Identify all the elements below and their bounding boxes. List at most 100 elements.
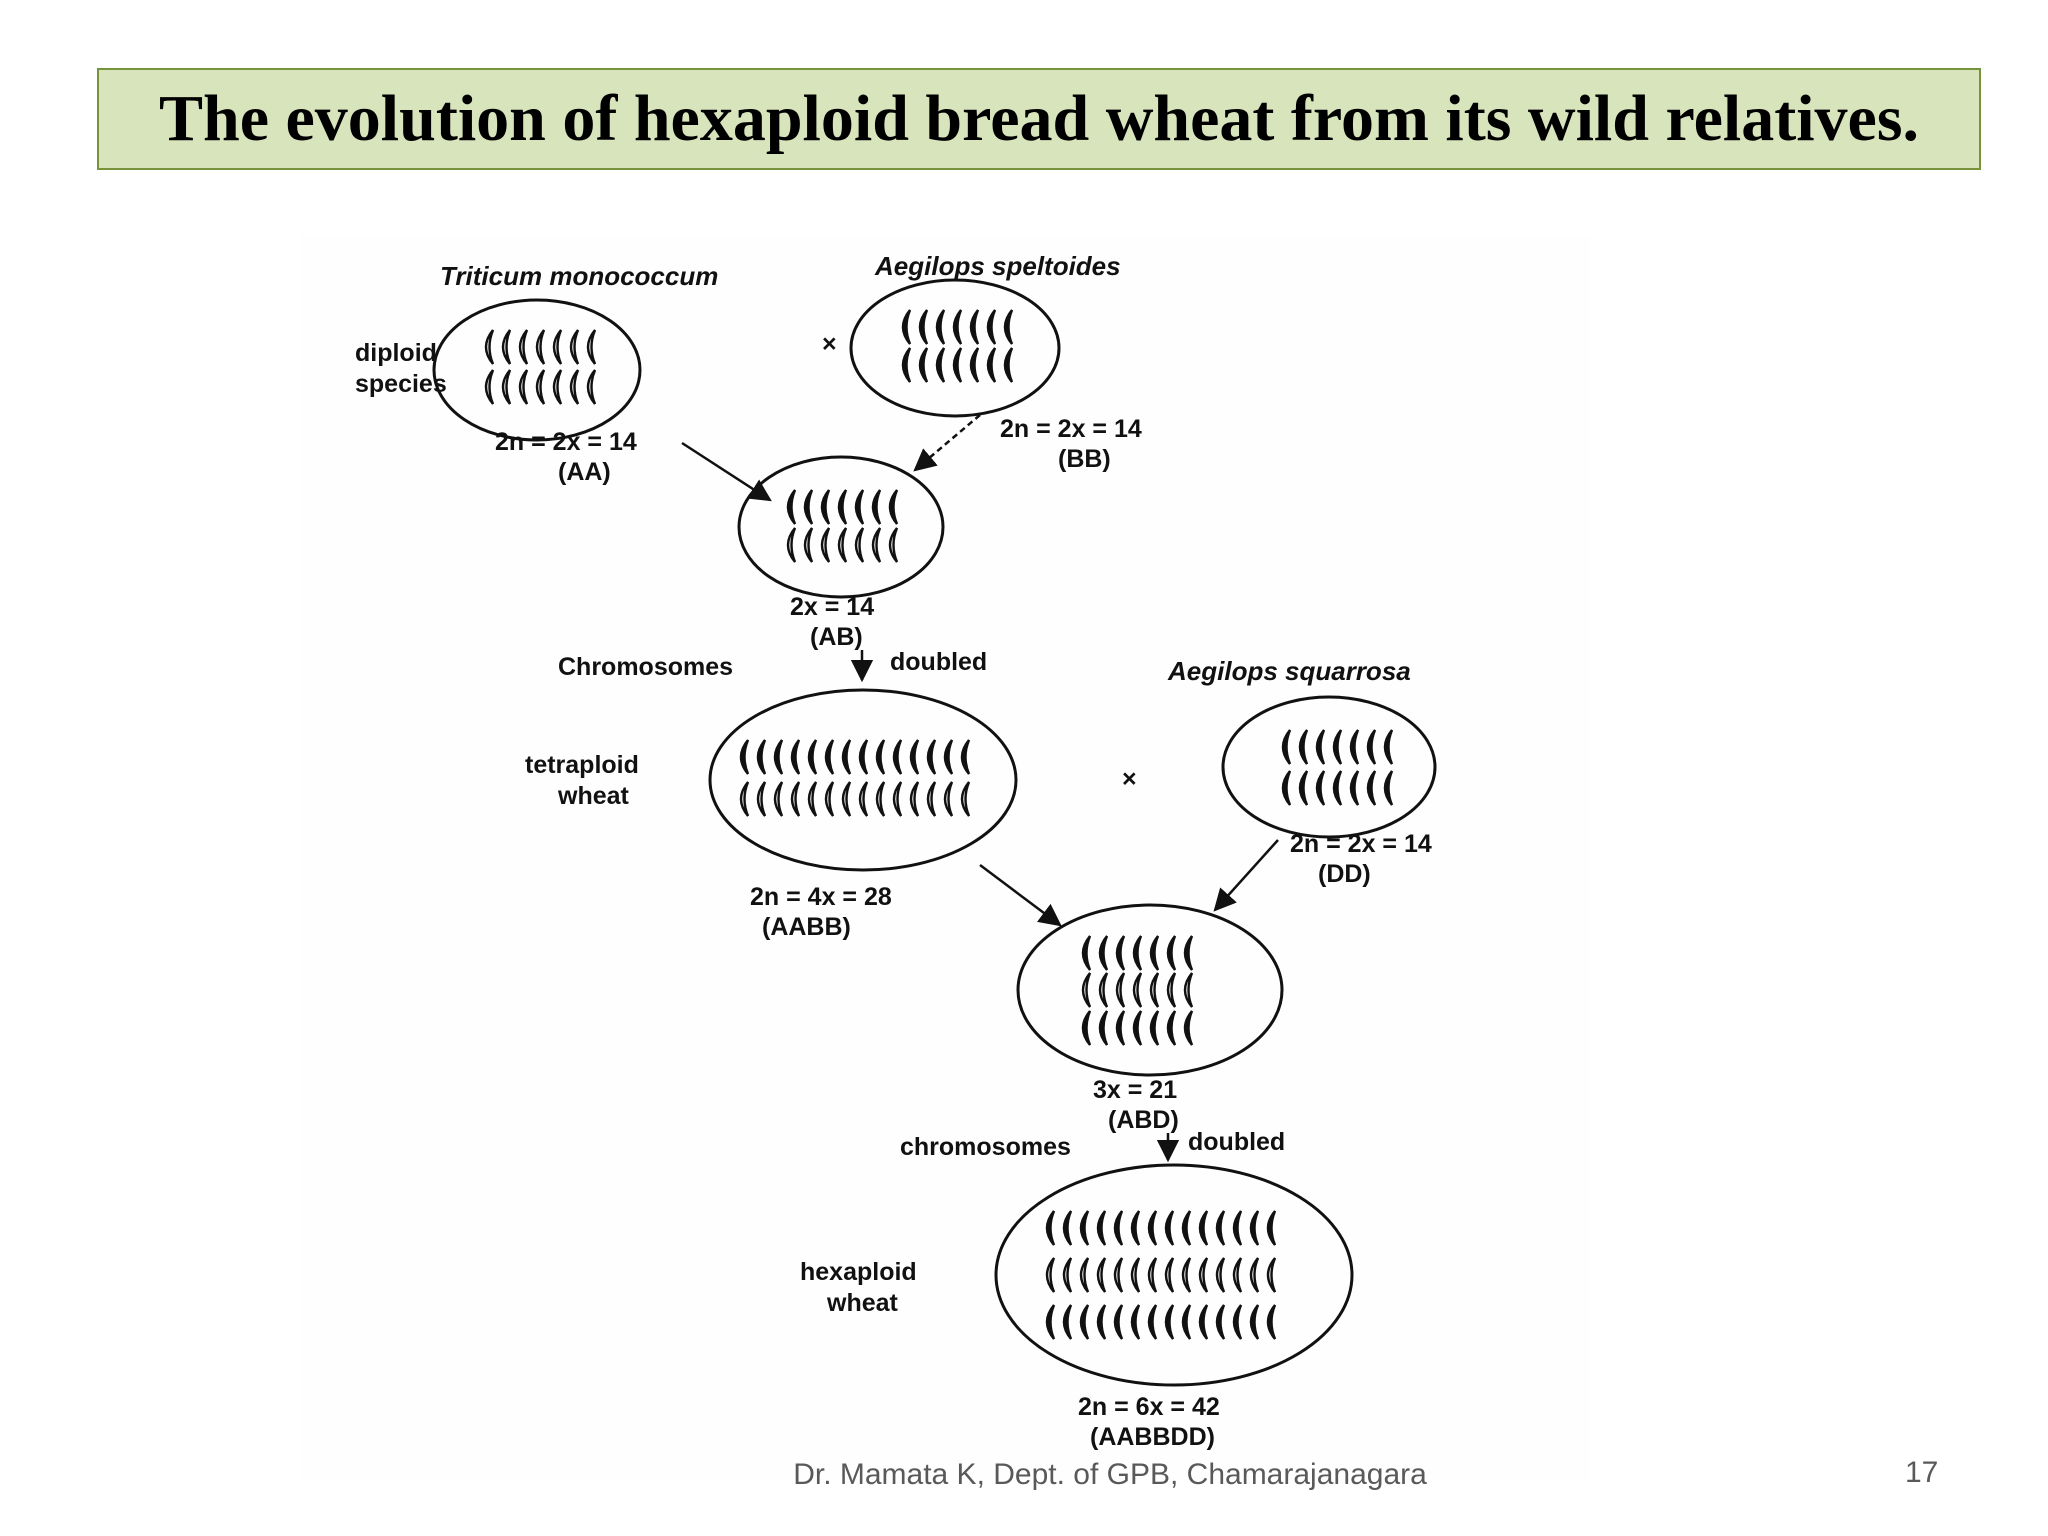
count-aabbdd: 2n = 6x = 42	[1078, 1393, 1220, 1421]
doubled-2-right: doubled	[1188, 1128, 1285, 1156]
arrow-bb-to-ab	[913, 414, 981, 472]
cell-aa	[432, 298, 642, 442]
label-aegilops-speltoides: Aegilops speltoides	[874, 251, 1121, 281]
chromosome-row	[1045, 1210, 1277, 1246]
chromosome-dark	[1249, 1304, 1260, 1340]
label-triticum-monococcum: Triticum monococcum	[440, 261, 718, 291]
chromosome-light	[871, 527, 882, 563]
chromosome-light	[1081, 972, 1092, 1008]
chromosome-light	[909, 781, 920, 817]
chromosome-dark	[901, 309, 912, 345]
chromosome-row	[1081, 935, 1194, 971]
chromosome-dark	[1266, 1210, 1277, 1246]
chromosome-light	[552, 369, 563, 405]
cell-aabb	[708, 688, 1018, 872]
chromosome-light	[586, 369, 597, 405]
chromosome-light	[837, 527, 848, 563]
chromosome-light	[1045, 1257, 1056, 1293]
chromosome-light	[518, 369, 529, 405]
chromosome-dark	[1147, 1210, 1158, 1246]
chromosome-dark	[1149, 935, 1160, 971]
chromosome-dark	[986, 309, 997, 345]
chromosome-dark	[1215, 1304, 1226, 1340]
count-abd: 3x = 21	[1093, 1076, 1177, 1104]
chromosome-dark	[739, 739, 750, 775]
chromosome-light	[552, 329, 563, 365]
chromosome-dark	[1266, 1304, 1277, 1340]
chromosome-dark	[1130, 1210, 1141, 1246]
chromosome-light	[1098, 972, 1109, 1008]
doubled-1-left: Chromosomes	[558, 653, 733, 681]
chromosome-row	[786, 489, 899, 525]
chromosome-dark	[926, 739, 937, 775]
chromosome-dark	[969, 347, 980, 383]
genome-aa: (AA)	[558, 458, 611, 486]
chromosome-dark	[875, 739, 886, 775]
cross-symbol-1: ×	[822, 330, 837, 358]
wheat-evolution-diagram: Triticum monococcum Aegilops speltoides …	[300, 235, 1590, 1480]
chromosome-dark	[1096, 1304, 1107, 1340]
chromosome-light	[1164, 1257, 1175, 1293]
chromosome-light	[518, 329, 529, 365]
arrow-dd-to-abd	[1213, 839, 1279, 912]
chromosome-dark	[807, 739, 818, 775]
chromosome-dark	[1315, 729, 1326, 765]
chromosome-light	[1249, 1257, 1260, 1293]
chromosome-light	[888, 527, 899, 563]
chromosome-row	[1281, 729, 1394, 765]
genome-bb: (BB)	[1058, 445, 1111, 473]
chromosome-dark	[1096, 1210, 1107, 1246]
chromosome-light	[943, 781, 954, 817]
chromosome-dark	[1366, 770, 1377, 806]
chromosome-dark	[1315, 770, 1326, 806]
chromosome-light	[854, 527, 865, 563]
label-aegilops-squarrosa: Aegilops squarrosa	[1167, 656, 1411, 686]
chromosome-dark	[756, 739, 767, 775]
cell-ab	[737, 455, 945, 599]
chromosome-dark	[1164, 1210, 1175, 1246]
chromosome-dark	[854, 489, 865, 525]
title-box: The evolution of hexaploid bread wheat f…	[97, 68, 1981, 170]
chromosome-dark	[1281, 770, 1292, 806]
chromosome-dark	[790, 739, 801, 775]
chromosome-dark	[1081, 935, 1092, 971]
chromosome-light	[1183, 972, 1194, 1008]
chromosome-dark	[1383, 729, 1394, 765]
chromosome-dark	[820, 489, 831, 525]
chromosome-rows	[484, 309, 1394, 1340]
chromosome-dark	[1332, 729, 1343, 765]
chromosome-dark	[1113, 1304, 1124, 1340]
chromosome-light	[1132, 972, 1143, 1008]
chromosome-dark	[1232, 1210, 1243, 1246]
chromosome-dark	[1132, 1010, 1143, 1046]
chromosome-light	[824, 781, 835, 817]
chromosome-light	[569, 369, 580, 405]
chromosome-light	[858, 781, 869, 817]
chromosome-light	[892, 781, 903, 817]
chromosome-dark	[1166, 1010, 1177, 1046]
chromosome-dark	[1098, 1010, 1109, 1046]
chromosome-light	[739, 781, 750, 817]
footer-author: Dr. Mamata K, Dept. of GPB, Chamarajanag…	[793, 1458, 1427, 1491]
chromosome-row	[1081, 1010, 1194, 1046]
chromosome-dark	[1081, 1010, 1092, 1046]
chromosome-dark	[1132, 935, 1143, 971]
genome-dd: (DD)	[1318, 860, 1371, 888]
chromosome-row	[1045, 1304, 1277, 1340]
chromosome-dark	[1181, 1210, 1192, 1246]
chromosome-row	[739, 739, 971, 775]
chromosome-light	[484, 329, 495, 365]
chromosome-dark	[1298, 729, 1309, 765]
chromosome-dark	[1232, 1304, 1243, 1340]
slide-title: The evolution of hexaploid bread wheat f…	[158, 82, 1920, 155]
chromosome-dark	[1181, 1304, 1192, 1340]
chromosome-dark	[888, 489, 899, 525]
chromosome-dark	[1198, 1210, 1209, 1246]
chromosome-dark	[952, 309, 963, 345]
chromosome-dark	[1349, 770, 1360, 806]
chromosome-light	[820, 527, 831, 563]
label-tetraploid: tetraploid	[525, 751, 639, 779]
chromosome-dark	[824, 739, 835, 775]
chromosome-dark	[1062, 1210, 1073, 1246]
chromosome-row	[1281, 770, 1394, 806]
